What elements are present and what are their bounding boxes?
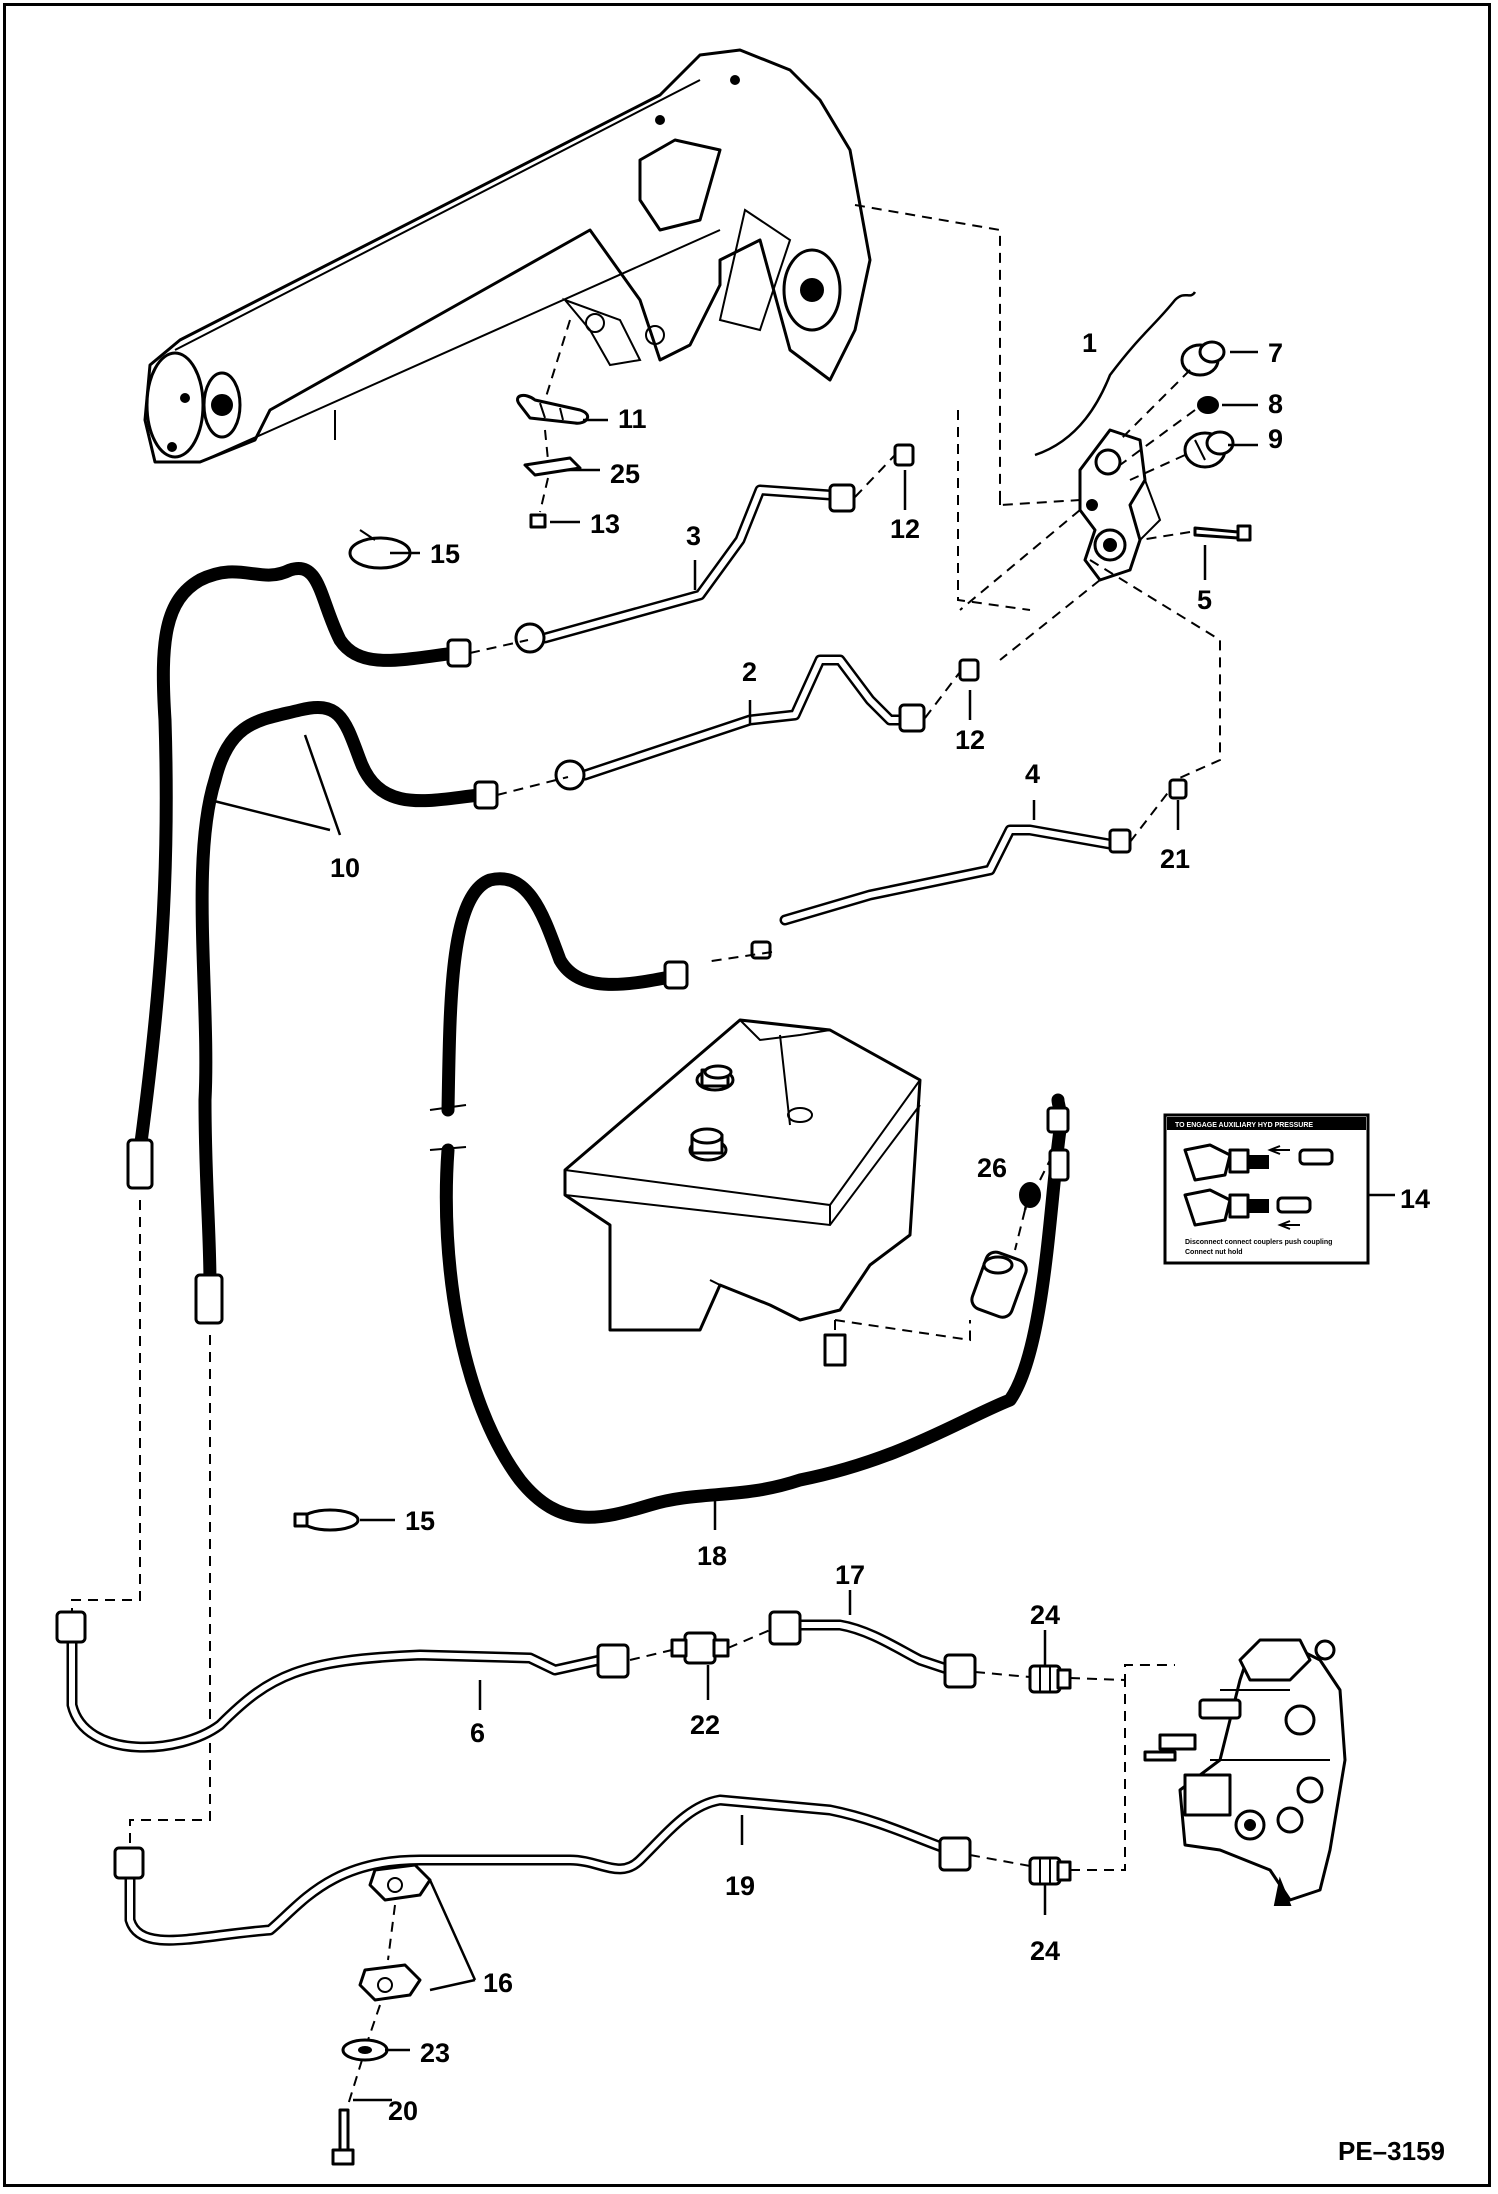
fitting-part-24-upper <box>1028 1664 1072 1694</box>
hose-clip-part-15-mid <box>293 1508 360 1532</box>
callout-8: 8 <box>1268 389 1283 419</box>
callout-19: 19 <box>725 1871 755 1901</box>
hose-part-10-a <box>126 562 472 1190</box>
figure-reference: PE–3159 <box>1338 2136 1445 2166</box>
reservoir-tank <box>563 1018 971 1367</box>
callout-12-lower: 12 <box>955 725 985 755</box>
hose-part-10-b <box>194 700 499 1325</box>
callout-4: 4 <box>1025 759 1040 789</box>
decal-header: TO ENGAGE AUXILIARY HYD PRESSURE <box>1175 1122 1313 1129</box>
hose-clip-part-15-top <box>348 529 412 570</box>
callout-6: 6 <box>470 1718 485 1748</box>
filter-element <box>970 1250 1028 1319</box>
callout-5: 5 <box>1197 585 1212 615</box>
callout-12-upper: 12 <box>890 514 920 544</box>
washer-part-23 <box>341 2038 389 2062</box>
callout-2: 2 <box>742 657 757 687</box>
clamp-part-11 <box>516 393 590 425</box>
tube-part-17 <box>768 1610 977 1689</box>
callout-26: 26 <box>977 1153 1007 1183</box>
bolt-part-20 <box>331 2108 355 2166</box>
callout-14: 14 <box>1400 1184 1430 1214</box>
tube-part-6 <box>55 1610 630 1753</box>
oring-part-8 <box>1197 396 1219 414</box>
callout-1: 1 <box>1082 328 1097 358</box>
decal-footer-line2: Connect nut hold <box>1185 1249 1243 1256</box>
fitting-part-7 <box>1180 340 1226 377</box>
decal-part-14: TO ENGAGE AUXILIARY HYD PRESSURE Disconn… <box>1163 1113 1370 1265</box>
callout-22: 22 <box>690 1710 720 1740</box>
callout-24-upper: 24 <box>1030 1600 1060 1630</box>
coupler-block <box>1078 428 1162 582</box>
tube-part-3 <box>514 443 915 654</box>
callout-15-upper: 15 <box>430 539 460 569</box>
callout-15-lower: 15 <box>405 1506 435 1536</box>
leader-lines <box>353 350 1258 2102</box>
callout-18: 18 <box>697 1541 727 1571</box>
bolt-part-5 <box>1193 524 1252 542</box>
clamp-part-16 <box>358 1863 432 2002</box>
fitting-part-9 <box>1183 430 1235 469</box>
callout-25: 25 <box>610 459 640 489</box>
callout-7: 7 <box>1268 338 1283 368</box>
tube-part-19 <box>113 1794 972 1946</box>
tube-part-2 <box>554 654 980 791</box>
tube-part-4 <box>750 778 1188 960</box>
fitting-part-24-lower <box>1028 1856 1072 1886</box>
callout-10: 10 <box>330 853 360 883</box>
callout-9: 9 <box>1268 424 1283 454</box>
callout-17: 17 <box>835 1560 865 1590</box>
callout-21: 21 <box>1160 844 1190 874</box>
nut-part-13 <box>529 513 547 529</box>
callout-23: 23 <box>420 2038 450 2068</box>
callout-13: 13 <box>590 509 620 539</box>
adapter-part-22 <box>670 1631 730 1665</box>
callout-11: 11 <box>618 404 647 434</box>
hose-part-18 <box>429 872 1070 1524</box>
callout-24-lower: 24 <box>1030 1936 1060 1966</box>
callout-16: 16 <box>483 1968 513 1998</box>
callout-20: 20 <box>388 2096 418 2126</box>
callout-3: 3 <box>686 521 701 551</box>
decal-footer-line1: Disconnect connect couplers push couplin… <box>1185 1239 1332 1246</box>
control-valve <box>1143 1638 1347 1906</box>
lift-arm <box>143 48 872 464</box>
plate-part-25 <box>523 456 582 477</box>
